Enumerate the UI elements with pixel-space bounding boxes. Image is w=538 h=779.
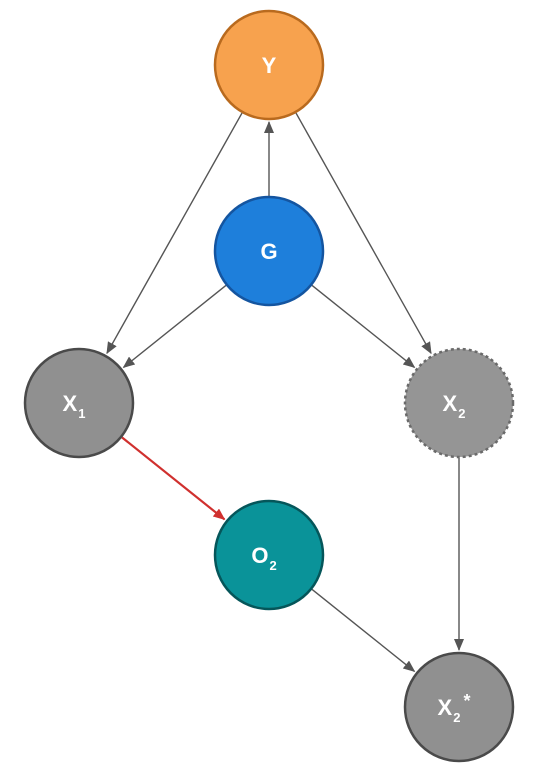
node-label-main: X — [438, 695, 453, 720]
node-label-subscript: 2 — [269, 558, 276, 573]
node-y: Y — [213, 9, 325, 121]
edges-layer — [106, 112, 464, 673]
edge-y-to-x1 — [106, 112, 243, 355]
node-circle-g — [213, 195, 325, 307]
node-label-superscript: * — [463, 691, 470, 711]
node-x2s: X2* — [403, 651, 515, 763]
edge-g-to-x1 — [122, 284, 227, 369]
node-label-main: X — [63, 391, 78, 416]
node-circle-x2 — [403, 347, 515, 459]
edge-y-to-x2 — [295, 112, 432, 355]
node-label-g: G — [260, 239, 277, 264]
node-label-subscript: 1 — [78, 406, 85, 421]
node-circle-o2 — [213, 499, 325, 611]
node-o2: O2 — [213, 499, 325, 611]
node-label-main: O — [251, 543, 268, 568]
node-label-x2: X2 — [443, 391, 466, 421]
node-label-main: X — [443, 391, 458, 416]
node-circle-x1 — [23, 347, 135, 459]
node-label-x1: X1 — [63, 391, 86, 421]
node-label-subscript: 2 — [453, 710, 460, 725]
node-circle-y — [213, 9, 325, 121]
node-x2: X2 — [403, 347, 515, 459]
node-label-y: Y — [262, 53, 277, 78]
node-circle-x2s — [403, 651, 515, 763]
edge-o2-to-x2s — [311, 588, 416, 673]
node-g: G — [213, 195, 325, 307]
node-label-main: Y — [262, 53, 277, 78]
node-label-o2: O2 — [251, 543, 276, 573]
node-x1: X1 — [23, 347, 135, 459]
edge-g-to-x2 — [311, 284, 416, 369]
edge-x1-to-o2 — [121, 436, 226, 521]
node-label-x2s: X2* — [438, 691, 471, 725]
node-label-subscript: 2 — [458, 406, 465, 421]
node-label-main: G — [260, 239, 277, 264]
